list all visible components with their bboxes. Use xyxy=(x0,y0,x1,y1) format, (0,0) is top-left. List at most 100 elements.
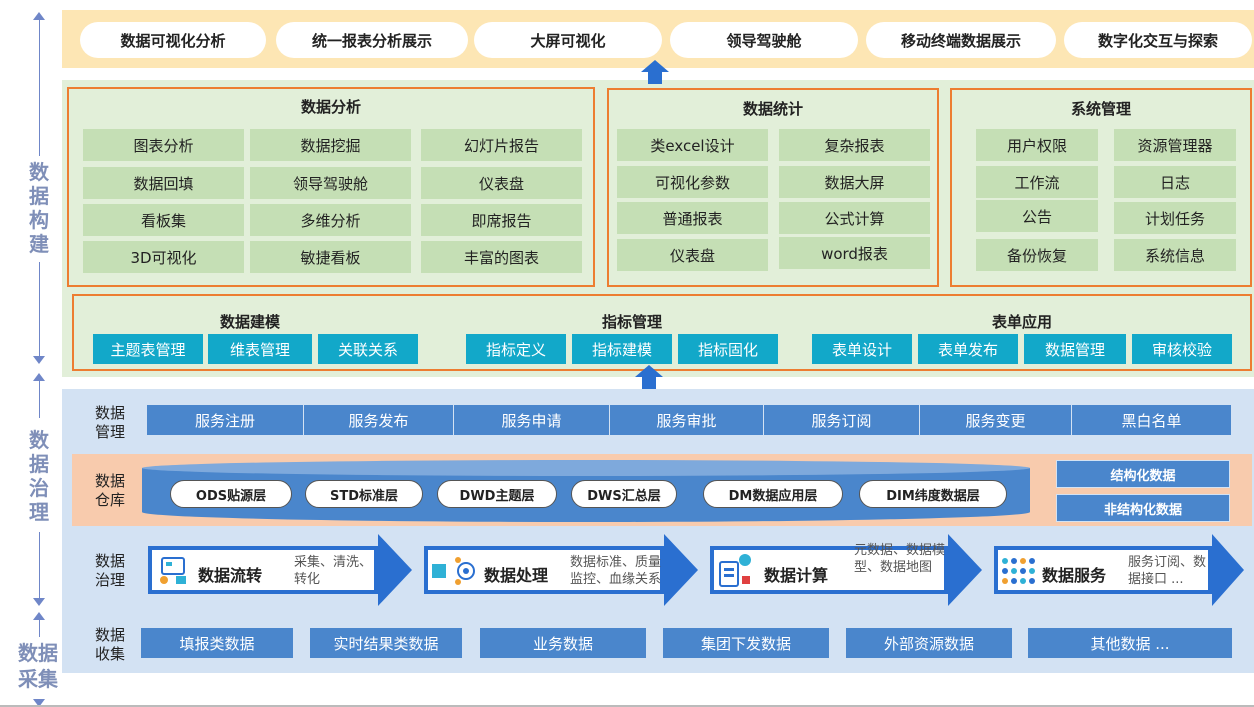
arrow-up-icon xyxy=(33,12,45,20)
arrow-down-icon xyxy=(33,356,45,364)
data-process-icon xyxy=(432,557,475,585)
analysis-box xyxy=(67,87,595,287)
system-item[interactable]: 公告 xyxy=(976,200,1098,232)
service-item[interactable]: 服务订阅 xyxy=(764,405,920,435)
app-pill[interactable]: 移动终端数据展示 xyxy=(866,22,1056,58)
label-data-build: 数据构建 xyxy=(29,160,49,256)
form-title: 表单应用 xyxy=(991,313,1052,331)
governance-label: 数据 治理 xyxy=(94,552,125,589)
analysis-item[interactable]: 看板集 xyxy=(83,204,244,236)
collect-item[interactable]: 集团下发数据 xyxy=(663,628,829,658)
collect-label: 数据 收集 xyxy=(94,626,125,663)
analysis-item[interactable]: 领导驾驶舱 xyxy=(250,167,411,199)
warehouse-layer[interactable]: DM数据应用层 xyxy=(703,480,843,508)
modeling-item[interactable]: 维表管理 xyxy=(208,334,312,364)
analysis-item[interactable]: 丰富的图表 xyxy=(421,241,582,273)
collect-item[interactable]: 业务数据 xyxy=(480,628,646,658)
service-item[interactable]: 服务发布 xyxy=(304,405,454,435)
service-item[interactable]: 服务申请 xyxy=(454,405,610,435)
form-item[interactable]: 审核校验 xyxy=(1132,334,1232,364)
flow-step-data-service[interactable]: 数据服务 服务订阅、数据接口 ... xyxy=(994,534,1244,606)
statistics-item[interactable]: 公式计算 xyxy=(779,202,930,234)
collect-item[interactable]: 外部资源数据 xyxy=(846,628,1012,658)
up-arrow-icon xyxy=(635,365,663,391)
unstructured-data-box[interactable]: 非结构化数据 xyxy=(1056,494,1230,522)
flow-step-data-compute[interactable]: 数据计算 元数据、数据模型、数据地图 xyxy=(710,534,982,606)
statistics-item[interactable]: 可视化参数 xyxy=(617,166,768,198)
data-flow-icon xyxy=(160,557,186,584)
indicator-item[interactable]: 指标固化 xyxy=(678,334,778,364)
step-arrow-shape xyxy=(710,534,982,606)
analysis-item[interactable]: 数据回填 xyxy=(83,167,244,199)
form-item[interactable]: 表单发布 xyxy=(918,334,1018,364)
analysis-item[interactable]: 数据挖掘 xyxy=(250,129,411,161)
modeling-item[interactable]: 主题表管理 xyxy=(93,334,203,364)
system-item[interactable]: 用户权限 xyxy=(976,129,1098,161)
bottom-divider xyxy=(0,705,1254,707)
analysis-item[interactable]: 敏捷看板 xyxy=(250,241,411,273)
warehouse-layer[interactable]: DIM纬度数据层 xyxy=(859,480,1007,508)
up-arrow-icon xyxy=(641,60,669,86)
statistics-item[interactable]: 类excel设计 xyxy=(617,129,768,161)
flow-step-data-process[interactable]: 数据处理 数据标准、质量监控、血缘关系 xyxy=(424,534,698,606)
indicator-item[interactable]: 指标建模 xyxy=(572,334,672,364)
app-pill[interactable]: 数据可视化分析 xyxy=(80,22,266,58)
service-item[interactable]: 服务审批 xyxy=(610,405,764,435)
system-item[interactable]: 备份恢复 xyxy=(976,239,1098,271)
app-pill[interactable]: 大屏可视化 xyxy=(474,22,662,58)
statistics-item[interactable]: 数据大屏 xyxy=(779,166,930,198)
data-service-icon xyxy=(1002,558,1035,584)
app-pill[interactable]: 统一报表分析展示 xyxy=(276,22,468,58)
warehouse-layer[interactable]: DWD主题层 xyxy=(437,480,557,508)
analysis-title: 数据分析 xyxy=(300,98,361,116)
label-data-collect: 数据 采集 xyxy=(18,641,58,691)
warehouse-layer[interactable]: DWS汇总层 xyxy=(571,480,677,508)
step-arrow-shape xyxy=(424,534,698,606)
warehouse-layer[interactable]: ODS贴源层 xyxy=(170,480,292,508)
analysis-item[interactable]: 即席报告 xyxy=(421,204,582,236)
warehouse-label: 数据 仓库 xyxy=(94,472,125,509)
app-pill[interactable]: 数字化交互与探索 xyxy=(1064,22,1252,58)
label-data-govern: 数据治理 xyxy=(29,428,49,524)
form-item[interactable]: 表单设计 xyxy=(812,334,912,364)
collect-item[interactable]: 填报类数据 xyxy=(141,628,293,658)
modeling-item[interactable]: 关联关系 xyxy=(318,334,418,364)
form-item[interactable]: 数据管理 xyxy=(1024,334,1126,364)
indicator-item[interactable]: 指标定义 xyxy=(466,334,566,364)
service-item[interactable]: 服务变更 xyxy=(920,405,1072,435)
system-item[interactable]: 日志 xyxy=(1114,166,1236,198)
statistics-item[interactable]: 仪表盘 xyxy=(617,239,768,271)
analysis-item[interactable]: 图表分析 xyxy=(83,129,244,161)
system-box xyxy=(950,88,1252,287)
indicator-title: 指标管理 xyxy=(601,313,662,331)
app-pill[interactable]: 领导驾驶舱 xyxy=(670,22,858,58)
service-item[interactable]: 服务注册 xyxy=(147,405,304,435)
arrow-down-icon xyxy=(33,699,45,707)
warehouse-layer[interactable]: STD标准层 xyxy=(305,480,423,508)
system-item[interactable]: 系统信息 xyxy=(1114,239,1236,271)
collect-item[interactable]: 实时结果类数据 xyxy=(310,628,462,658)
arrow-down-icon xyxy=(33,598,45,606)
step-arrow-shape xyxy=(994,534,1244,606)
structured-data-box[interactable]: 结构化数据 xyxy=(1056,460,1230,488)
statistics-title: 数据统计 xyxy=(742,100,803,118)
data-mgmt-label: 数据 管理 xyxy=(94,404,125,441)
service-item[interactable]: 黑白名单 xyxy=(1072,405,1232,435)
statistics-box xyxy=(607,88,939,287)
arrow-up-icon xyxy=(33,612,45,620)
analysis-item[interactable]: 3D可视化 xyxy=(83,241,244,273)
collect-item[interactable]: 其他数据 ... xyxy=(1028,628,1232,658)
system-item[interactable]: 计划任务 xyxy=(1114,202,1236,234)
arrow-up-icon xyxy=(33,373,45,381)
system-title: 系统管理 xyxy=(1070,100,1131,118)
analysis-item[interactable]: 仪表盘 xyxy=(421,167,582,199)
statistics-item[interactable]: 普通报表 xyxy=(617,202,768,234)
statistics-item[interactable]: word报表 xyxy=(779,237,930,269)
modeling-title: 数据建模 xyxy=(219,313,280,331)
statistics-item[interactable]: 复杂报表 xyxy=(779,129,930,161)
system-item[interactable]: 工作流 xyxy=(976,166,1098,198)
system-item[interactable]: 资源管理器 xyxy=(1114,129,1236,161)
analysis-item[interactable]: 多维分析 xyxy=(250,204,411,236)
analysis-item[interactable]: 幻灯片报告 xyxy=(421,129,582,161)
flow-step-data-flow[interactable]: 数据流转 采集、清洗、转化 xyxy=(148,534,412,606)
